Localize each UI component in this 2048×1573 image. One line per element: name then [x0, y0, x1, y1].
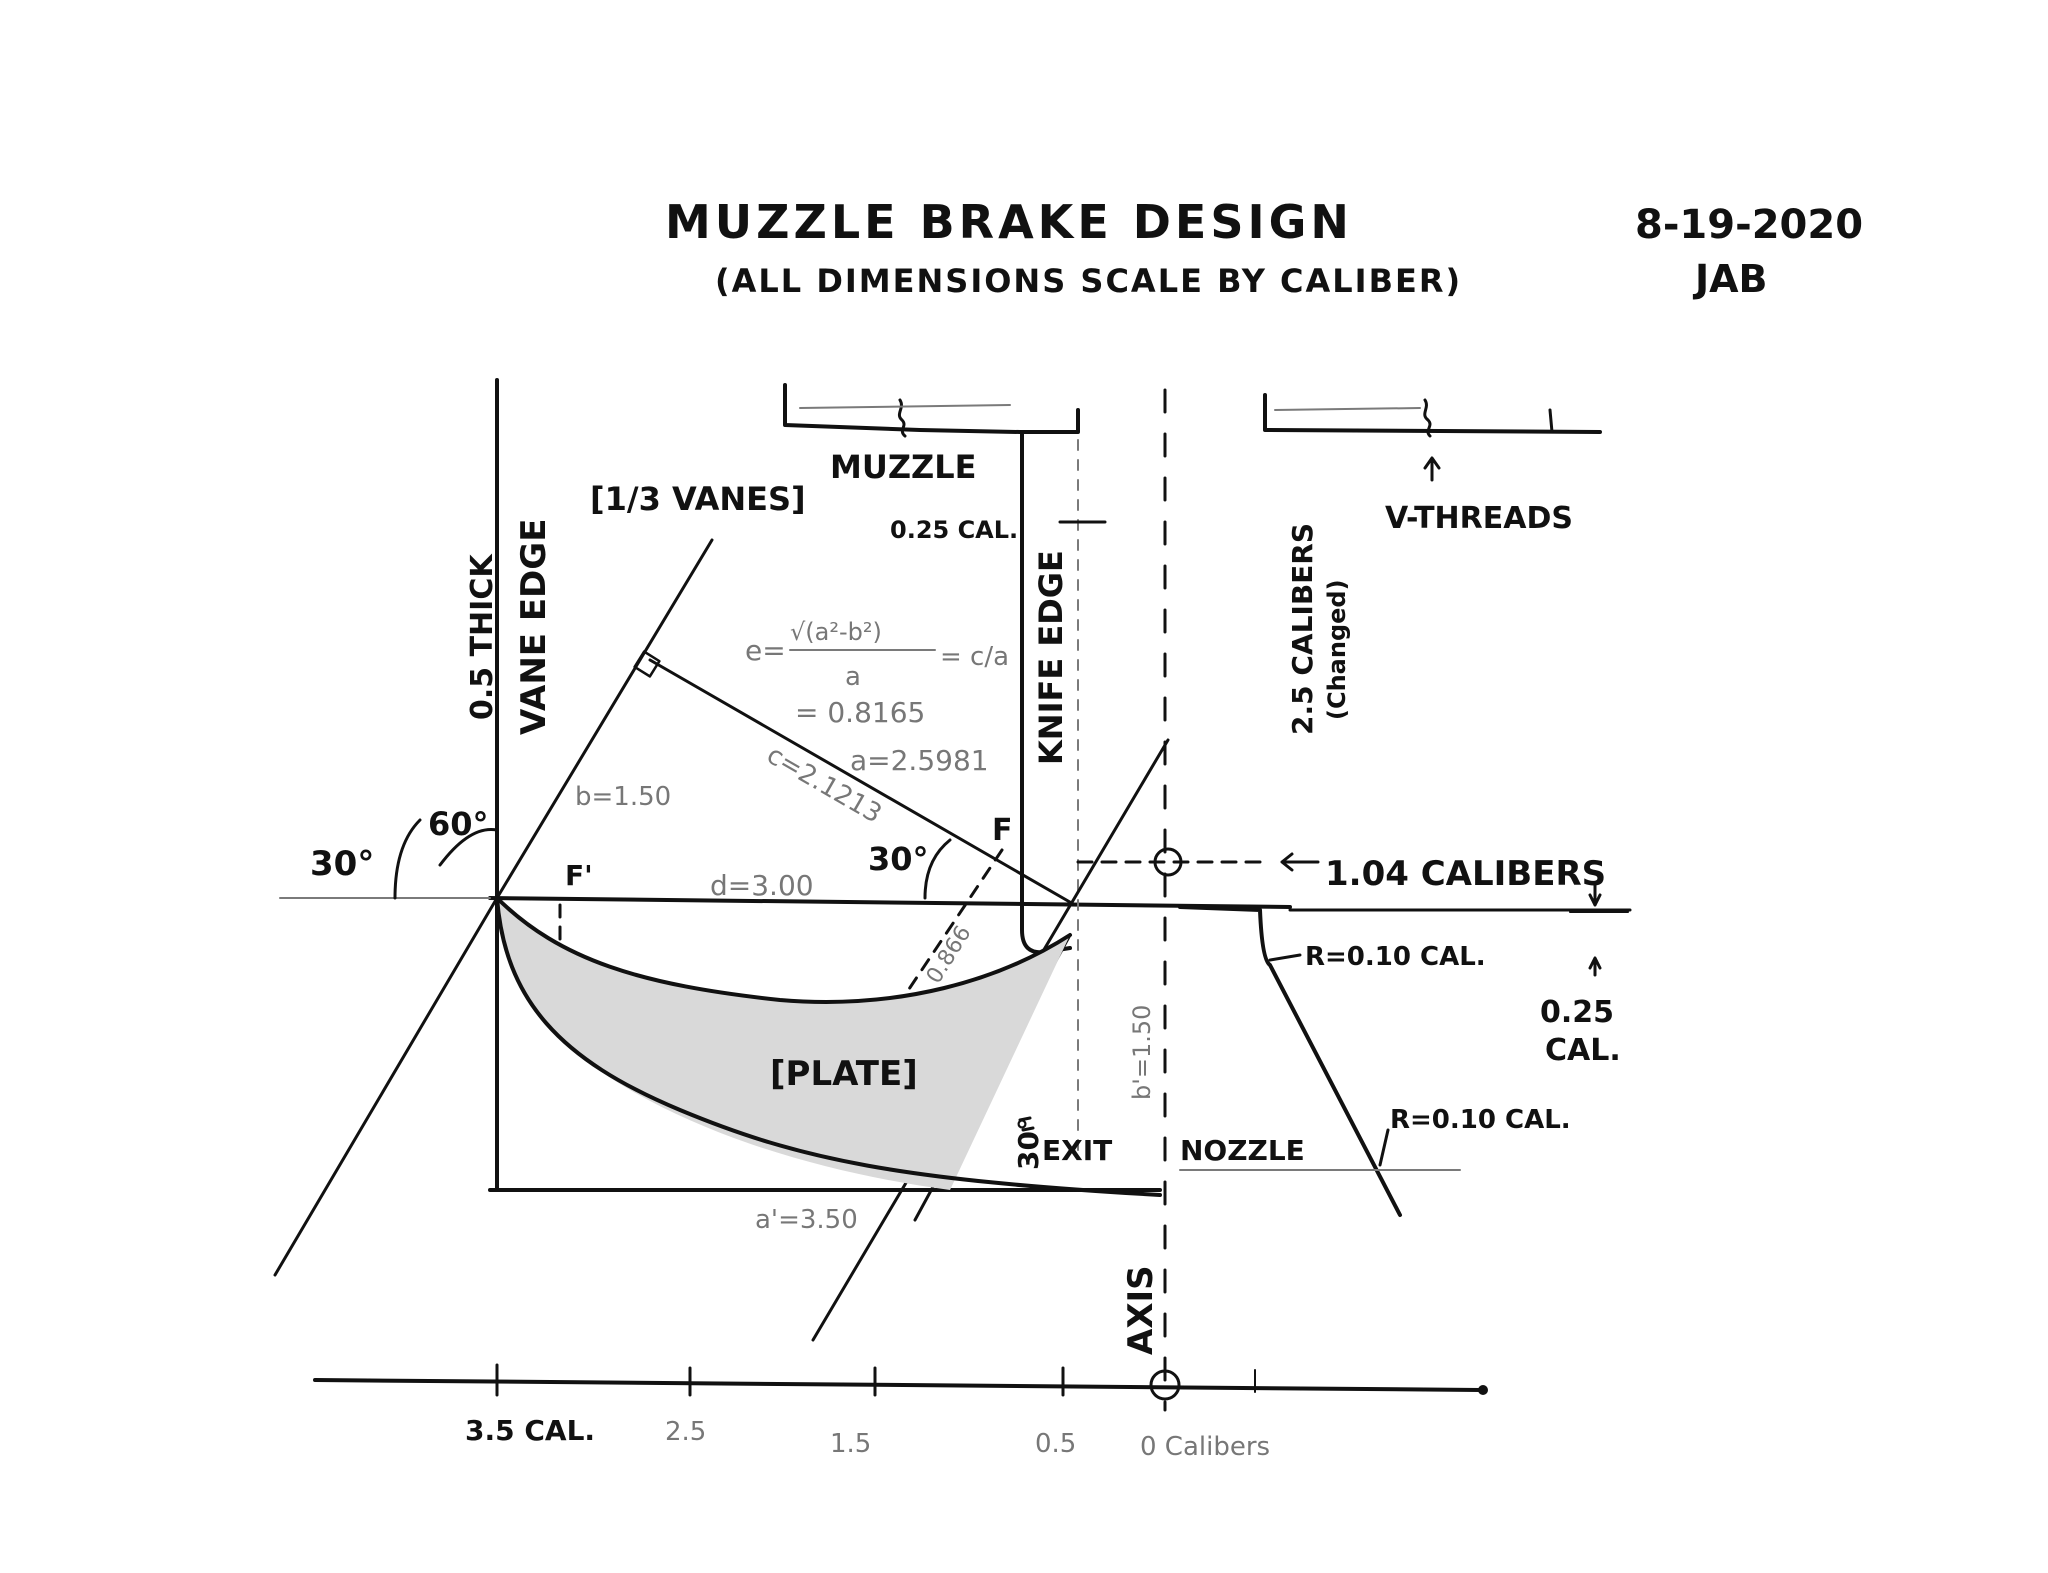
angle-arc-60: [438, 827, 499, 867]
thickness-label: 0.5 THICK: [465, 553, 500, 720]
changed-label: (Changed): [1323, 579, 1351, 720]
radius-bottom-arrow: [1378, 1128, 1390, 1167]
sixty-degree-ray: [495, 538, 714, 900]
scale-label-0: 0 Calibers: [1140, 1432, 1270, 1462]
drawing-initials: JAB: [1692, 257, 1768, 301]
d-value: d=3.00: [710, 869, 814, 902]
radius-top-arrow: [1268, 953, 1302, 962]
plate-region: [495, 896, 1162, 1197]
muzzle-top-profile: [783, 383, 1080, 434]
angle-arc-30-left: [393, 818, 422, 900]
b-prime-value: b'=1.50: [1128, 1005, 1156, 1100]
plate-lower-curve: [495, 896, 1162, 1197]
focal-line: [648, 658, 1077, 907]
angle-30-mid-label: 30°: [868, 840, 929, 878]
drawing-date: 8-19-2020: [1635, 202, 1863, 248]
b-value: b=1.50: [575, 782, 671, 812]
scale-line: [313, 1378, 1482, 1392]
angle-arc-30-mid: [923, 838, 952, 900]
scale-label-35: 3.5 CAL.: [465, 1414, 595, 1447]
a-prime-value: a'=3.50: [755, 1205, 858, 1235]
cal-025-top-label: 0.25 CAL.: [890, 516, 1018, 544]
angle-30-left-label: 30°: [310, 844, 374, 884]
cal-025-right-arrows: [1588, 883, 1602, 977]
axis-origin-circle-bottom: [1149, 1369, 1181, 1401]
caliber-scale: 3.5 CAL. 2.5 1.5 0.5 0 Calibers: [313, 1363, 1488, 1462]
muzzle-hatch: [799, 404, 1011, 409]
nozzle-label: NOZZLE: [1180, 1134, 1305, 1167]
calibers-25-label: 2.5 CALIBERS: [1286, 523, 1319, 735]
cal-025-right-number: 0.25: [1540, 995, 1614, 1030]
step-profile: [1178, 905, 1402, 1217]
f-projection-dashed: [893, 848, 1004, 1012]
outline-geometry: [279, 378, 1632, 1412]
vane-edge-label: VANE EDGE: [514, 519, 554, 735]
muzzle-label: MUZZLE: [830, 448, 976, 486]
thread-break-mark: [1423, 398, 1432, 438]
scale-label-05: 0.5: [1035, 1429, 1076, 1459]
axis-label: AXIS: [1121, 1265, 1161, 1355]
formula-numerator: √(a²-b²): [790, 618, 882, 646]
point-f-label: F: [992, 813, 1013, 848]
scale-end-dot: [1478, 1385, 1488, 1395]
knife-edge-label: KNIFE EDGE: [1032, 550, 1070, 765]
thread-end-tick: [1548, 408, 1554, 434]
radius-top-label: R=0.10 CAL.: [1305, 942, 1486, 972]
thread-hatch: [1274, 407, 1421, 411]
vanes-label: [1/3 VANES]: [590, 480, 806, 518]
thread-top-line: [1263, 393, 1602, 434]
scale-label-15: 1.5: [830, 1429, 871, 1459]
scale-label-25: 2.5: [665, 1417, 706, 1447]
lower-left-ray: [273, 896, 499, 1277]
calibers-104-label: 1.04 CALIBERS: [1325, 854, 1606, 894]
formula-ratio: = c/a: [940, 642, 1009, 672]
point-f-prime-label: F': [565, 859, 593, 892]
v-threads-arrow: [1423, 456, 1441, 482]
a-value: a=2.5981: [850, 744, 989, 777]
plate-upper-curve: [495, 896, 1072, 1004]
bore-line: [488, 896, 1292, 909]
formula-value: = 0.8165: [795, 696, 925, 729]
exit-angle-label: 30°: [1012, 1117, 1045, 1170]
v-threads-label: V-THREADS: [1385, 501, 1573, 536]
radius-bottom-label: R=0.10 CAL.: [1390, 1105, 1571, 1135]
drawing-title: MUZZLE BRAKE DESIGN: [665, 195, 1353, 249]
plate-label: [PLATE]: [770, 1054, 918, 1094]
plate-shading: [497, 898, 1070, 1190]
formula-e: e=: [745, 634, 786, 667]
cal-025-right-unit: CAL.: [1545, 1033, 1621, 1068]
exit-label: EXIT: [1042, 1134, 1112, 1167]
angle-60-label: 60°: [428, 805, 489, 843]
drawing-subtitle: (ALL DIMENSIONS SCALE BY CALIBER): [715, 262, 1462, 300]
plate-tick-marks: [1018, 1116, 1035, 1132]
dim-104-arrow: [1280, 852, 1320, 872]
right-angle-marker: [633, 650, 661, 678]
formula-denominator: a: [845, 662, 861, 692]
